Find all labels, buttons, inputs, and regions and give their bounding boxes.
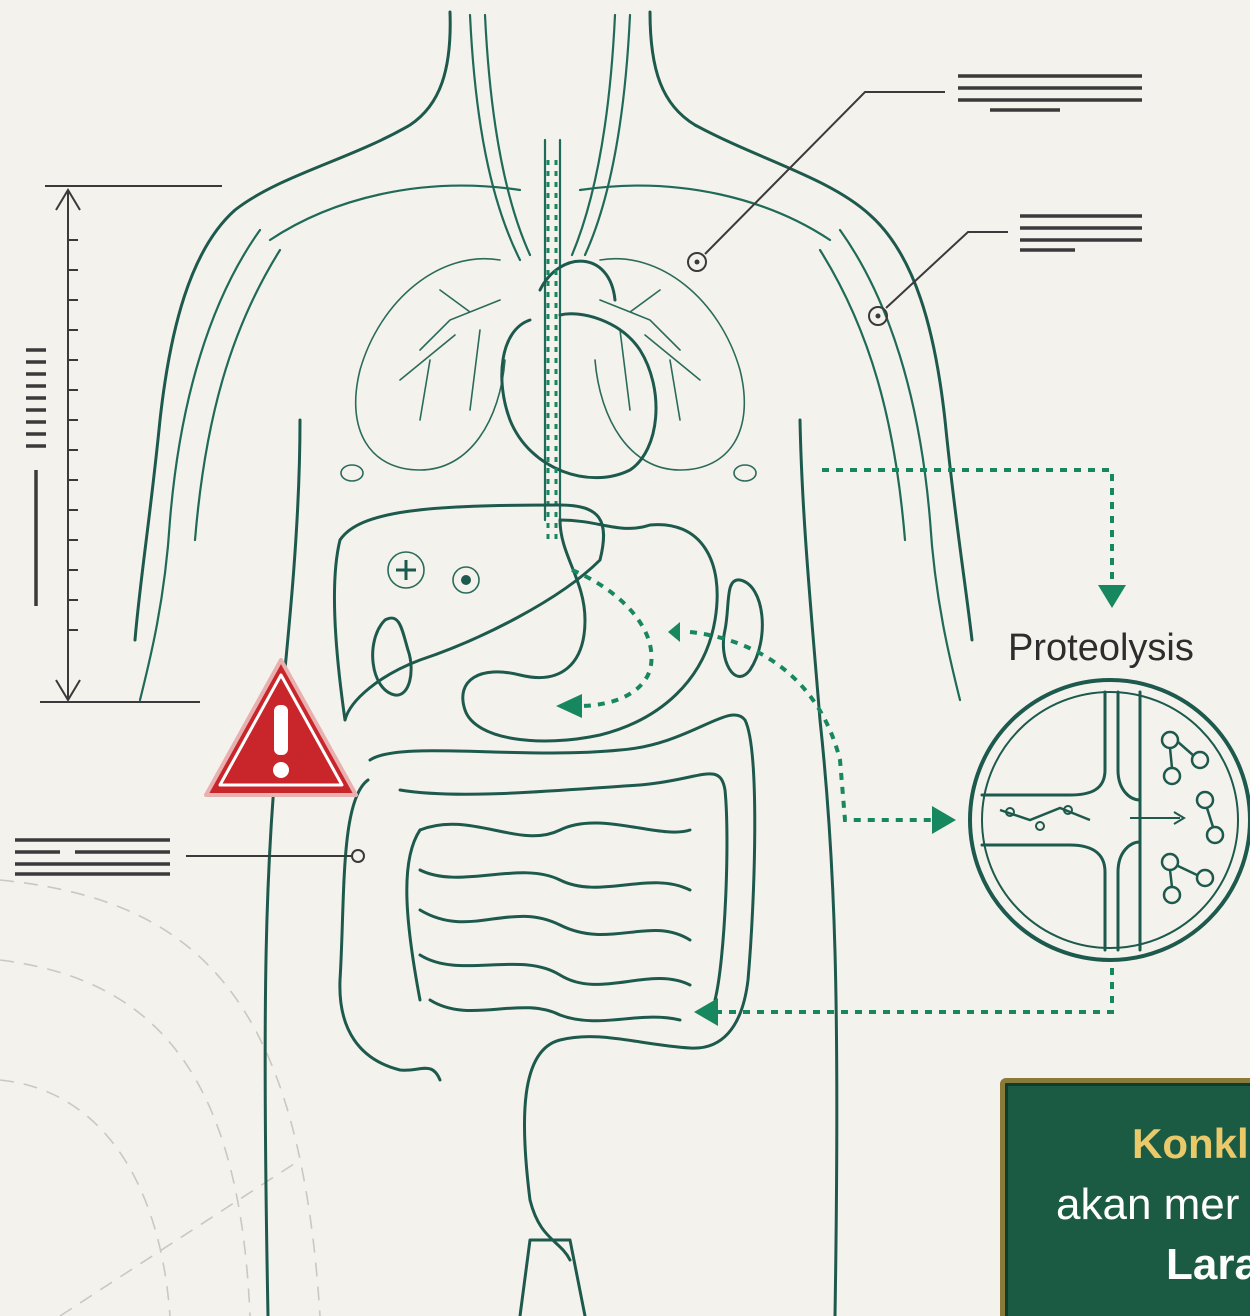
height-ruler bbox=[26, 186, 222, 702]
conclusion-text-line2: Lara bbox=[1166, 1240, 1250, 1290]
warning-icon bbox=[206, 660, 356, 795]
kidneys bbox=[373, 580, 763, 695]
lungs bbox=[356, 259, 745, 470]
background-guides bbox=[0, 880, 320, 1316]
body-outline bbox=[135, 12, 972, 1316]
conclusion-heading: Konkl bbox=[1132, 1120, 1249, 1168]
proteolysis-label: Proteolysis bbox=[1008, 627, 1194, 669]
neck-vessels bbox=[270, 15, 830, 520]
conclusion-text-line1: akan mer bbox=[1056, 1180, 1239, 1230]
callout-colon bbox=[15, 840, 364, 874]
heart bbox=[502, 261, 656, 478]
esophagus-path bbox=[548, 160, 556, 540]
proteolysis-magnifier bbox=[970, 680, 1250, 960]
large-intestine bbox=[340, 715, 755, 1260]
small-intestine bbox=[407, 823, 690, 1021]
